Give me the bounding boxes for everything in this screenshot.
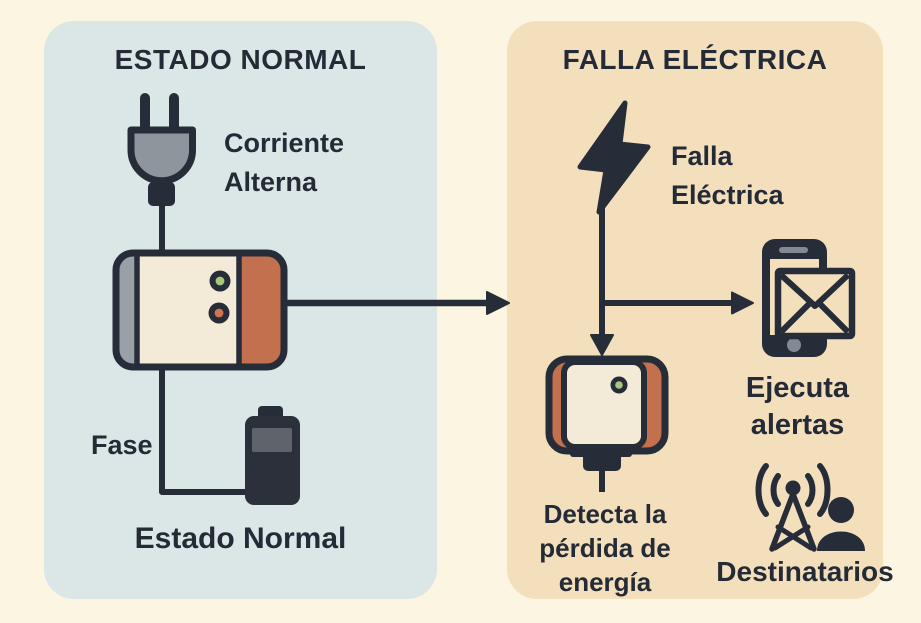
phone-email-icon xyxy=(762,239,856,357)
electrical-fault-label: Falla Eléctrica xyxy=(671,141,784,210)
person-icon xyxy=(817,497,865,551)
arrow-normal-to-fault xyxy=(287,291,510,315)
detector-device-icon xyxy=(545,355,669,492)
envelope-icon xyxy=(774,267,856,340)
battery-icon xyxy=(245,406,300,505)
right-panel-title: FALLA ELÉCTRICA xyxy=(562,44,828,75)
power-plug-icon xyxy=(127,93,196,258)
fault-flow-arrows xyxy=(590,206,754,356)
relay-device-icon xyxy=(112,249,288,371)
execute-alerts-caption: Ejecuta alertas xyxy=(745,372,850,441)
lightning-bolt-icon xyxy=(577,100,651,215)
ac-current-label: Corriente Alterna xyxy=(224,128,345,197)
recipients-caption: Destinatarios xyxy=(716,556,894,587)
left-panel-title: ESTADO NORMAL xyxy=(114,44,367,75)
detect-loss-caption: Detecta la pérdida de energía xyxy=(539,499,671,597)
phase-label: Fase xyxy=(91,430,153,460)
normal-state-caption: Estado Normal xyxy=(134,522,347,555)
phase-wire xyxy=(159,364,246,495)
radio-antenna-icon xyxy=(755,463,831,552)
